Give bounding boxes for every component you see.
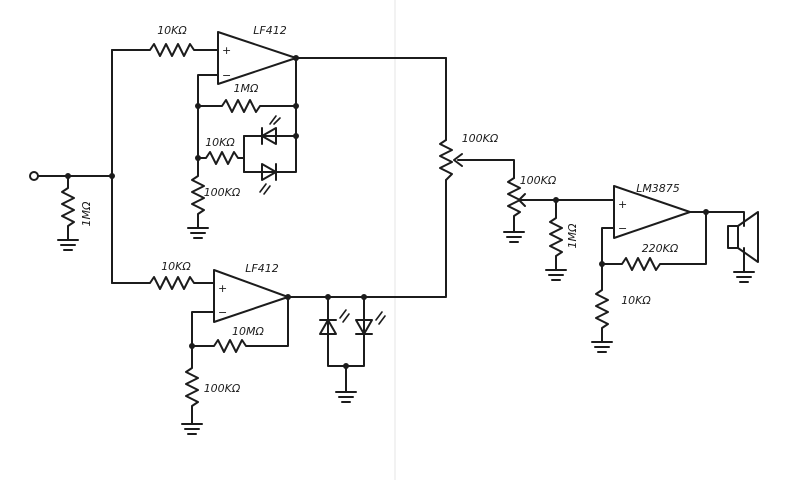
bottom-ground-resistor-label: 100KΩ <box>204 382 241 395</box>
bottom-opamp-minus: − <box>218 306 227 319</box>
top-led-upper <box>261 115 281 145</box>
input-terminal <box>29 171 39 181</box>
amp-triangle <box>613 185 691 239</box>
top-input-resistor <box>111 43 219 57</box>
top-ground-resistor-label: 100KΩ <box>204 186 241 199</box>
bottom-feedback-resistor <box>191 296 289 353</box>
top-led-resistor-label: 10KΩ <box>205 136 235 149</box>
amp-pulldown-resistor <box>549 199 563 271</box>
pot-1-label: 100KΩ <box>462 132 499 145</box>
amp-feedback-label: 220KΩ <box>642 242 679 255</box>
input-pulldown-label: 1MΩ <box>80 201 93 226</box>
input-ground-symbol <box>57 239 79 251</box>
bottom-opamp-label: LF412 <box>245 262 278 275</box>
bottom-led-ground-symbol <box>335 391 357 403</box>
input-pulldown-resistor <box>61 175 75 241</box>
top-opamp-plus: + <box>222 44 231 57</box>
speaker-ground-symbol <box>733 271 755 283</box>
top-led-resistor <box>197 151 245 165</box>
top-opamp-label: LF412 <box>253 24 286 37</box>
bottom-led-left <box>319 309 350 335</box>
bottom-ground-symbol <box>181 423 203 435</box>
top-ground-resistor <box>191 157 205 229</box>
amp-feedback-resistor <box>601 211 707 271</box>
top-led-rails <box>243 135 297 173</box>
bottom-channel: 10KΩ + − LF412 10MΩ 100KΩ <box>111 260 447 435</box>
bottom-feedback-resistor-label: 10MΩ <box>232 325 264 338</box>
amp-minus: − <box>618 222 627 235</box>
amp-ground-symbol <box>591 341 613 353</box>
bottom-input-resistor-label: 10KΩ <box>161 260 191 273</box>
amp-label: LM3875 <box>636 182 680 195</box>
bottom-opamp <box>213 269 289 323</box>
top-feedback-resistor-label: 1MΩ <box>234 82 259 95</box>
pot-1-wiper-wire <box>469 159 515 179</box>
top-led-lower <box>259 163 277 195</box>
bottom-led-rails <box>327 296 365 367</box>
amp-plus: + <box>618 198 627 211</box>
top-inv-wire <box>197 74 219 107</box>
top-ground-symbol <box>187 227 209 239</box>
top-opamp-minus: − <box>222 69 231 82</box>
amp-inv-wire <box>601 227 615 265</box>
amp-ground-label: 10KΩ <box>621 294 651 307</box>
top-opamp <box>217 31 297 85</box>
bottom-input-resistor <box>111 276 215 290</box>
top-input-resistor-label: 10KΩ <box>157 24 187 37</box>
speaker-feed-wire <box>729 211 745 227</box>
bottom-ground-resistor <box>185 345 199 425</box>
pot-2-ground-symbol <box>503 231 525 243</box>
bottom-led-right <box>355 311 386 335</box>
bottom-opamp-plus: + <box>218 282 227 295</box>
bottom-inv-wire <box>191 311 215 347</box>
speaker-icon <box>727 211 759 283</box>
top-feedback-resistor <box>197 99 297 113</box>
input-section: 1MΩ <box>29 171 115 251</box>
amp-pulldown-ground-symbol <box>545 269 567 281</box>
amp-pulldown-label: 1MΩ <box>566 223 579 248</box>
top-channel: 10KΩ + − LF412 1MΩ 10KΩ <box>111 24 447 239</box>
pot-1: 100KΩ <box>439 132 499 181</box>
amp-ground-resistor <box>595 263 609 343</box>
pot-2: 100KΩ <box>507 174 557 233</box>
pot-2-label: 100KΩ <box>520 174 557 187</box>
power-amp: + − LM3875 220KΩ 10KΩ <box>591 182 731 353</box>
